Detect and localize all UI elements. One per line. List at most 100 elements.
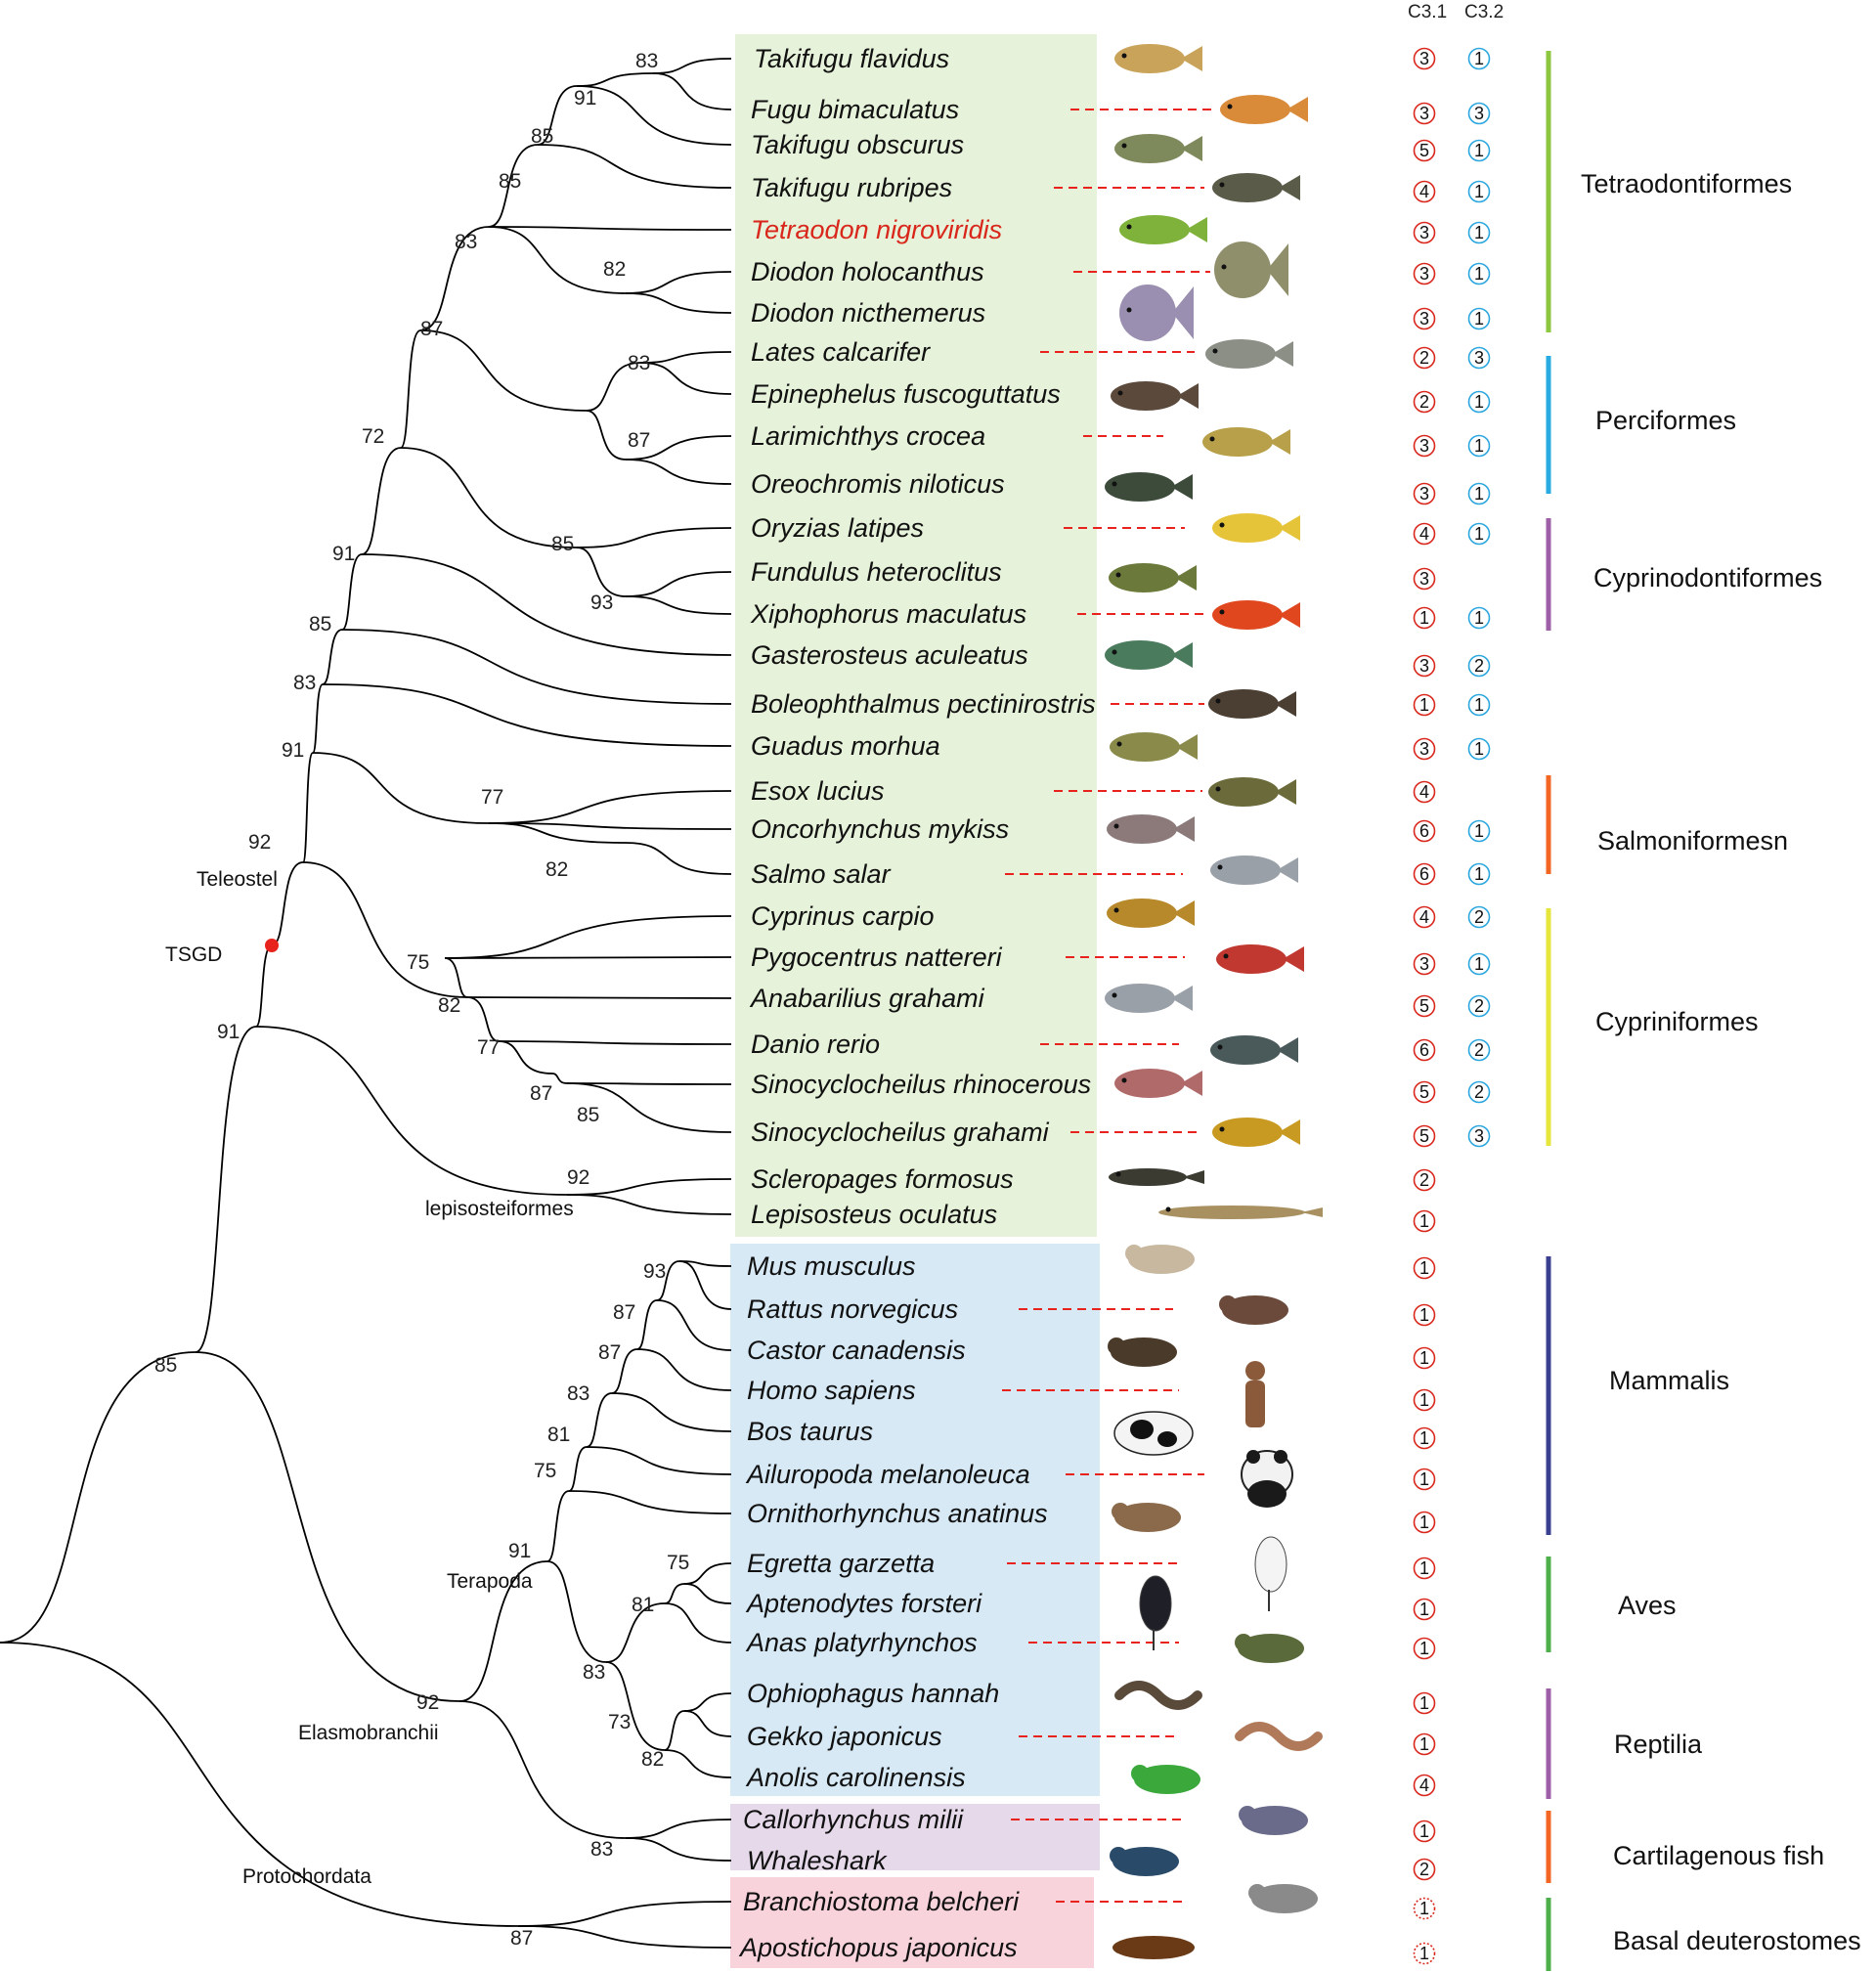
count-circle: 2 <box>1413 1858 1436 1881</box>
svg-text:4: 4 <box>1419 524 1429 544</box>
tree-branch <box>683 1562 732 1585</box>
svg-text:3: 3 <box>1419 484 1429 504</box>
tree-branch <box>683 1710 732 1737</box>
tree-branch <box>537 85 578 146</box>
species-name: Oncorhynchus mykiss <box>751 814 1009 844</box>
svg-text:1: 1 <box>1474 739 1484 759</box>
svg-text:1: 1 <box>1419 1821 1429 1841</box>
count-circle: 1 <box>1413 1942 1436 1965</box>
bootstrap-value: 87 <box>598 1341 621 1364</box>
svg-text:3: 3 <box>1419 739 1429 759</box>
count-circle: 1 <box>1413 1691 1436 1715</box>
tree-branch <box>664 1710 685 1751</box>
count-circle: 1 <box>1413 1303 1436 1327</box>
species-name: Aptenodytes forsteri <box>745 1589 982 1618</box>
clade-label: Protochordata <box>242 1865 371 1888</box>
count-circle: 1 <box>1467 139 1491 162</box>
organism-image <box>1114 134 1202 163</box>
organism-image <box>1212 600 1300 630</box>
species-name: Bos taurus <box>747 1417 873 1446</box>
count-circle: 6 <box>1413 862 1436 886</box>
count-circle: 1 <box>1467 47 1491 70</box>
species-name: Gekko japonicus <box>747 1722 942 1751</box>
svg-text:1: 1 <box>1474 182 1484 201</box>
species-name: Takifugu rubripes <box>751 173 952 202</box>
tree-branch <box>664 1602 732 1644</box>
tree-branch <box>639 362 732 395</box>
organism-image <box>1158 1206 1323 1219</box>
organism-image <box>1241 1450 1293 1508</box>
species-name: Guadus morhua <box>751 731 940 761</box>
organism-image <box>1114 1681 1202 1710</box>
count-circle: 4 <box>1413 780 1436 804</box>
svg-text:3: 3 <box>1474 348 1484 368</box>
bootstrap-value: 91 <box>332 543 355 565</box>
species-name: Esox lucius <box>751 776 885 806</box>
species-name: Salmo salar <box>751 859 892 889</box>
svg-text:1: 1 <box>1419 1513 1429 1532</box>
tree-branch <box>419 226 490 331</box>
tree-branch <box>488 144 539 228</box>
svg-text:1: 1 <box>1419 1211 1429 1231</box>
group-label: Cartilagenous fish <box>1613 1841 1824 1870</box>
svg-text:1: 1 <box>1474 864 1484 884</box>
count-circle: 6 <box>1413 819 1436 843</box>
tree-branch <box>322 683 732 747</box>
svg-text:1: 1 <box>1474 695 1484 715</box>
tree-branch <box>341 629 732 705</box>
fish-panel <box>735 34 1097 1237</box>
bootstrap-value: 87 <box>628 429 650 452</box>
tree-branch <box>195 1026 257 1353</box>
species-name: Homo sapiens <box>747 1376 916 1405</box>
tree-branch <box>576 527 732 548</box>
tree-branch <box>625 1819 732 1839</box>
tree-branch <box>400 329 421 449</box>
organism-image <box>1239 1806 1308 1835</box>
tree-branch <box>625 842 732 875</box>
svg-text:3: 3 <box>1474 104 1484 123</box>
organism-image <box>1212 513 1300 543</box>
svg-text:3: 3 <box>1419 436 1429 456</box>
clade-labels: Teleostel TSGD lepisosteiformes Terapoda… <box>165 868 574 1888</box>
bootstrap-value: 92 <box>567 1166 589 1189</box>
tree-branch <box>576 72 654 87</box>
count-circle: 1 <box>1467 390 1491 414</box>
count-circle: 1 <box>1467 434 1491 458</box>
species-name: Diodon nicthemerus <box>751 298 985 328</box>
count-circle: 1 <box>1413 1556 1436 1580</box>
count-circle: 3 <box>1413 952 1436 976</box>
bootstrap-value: 87 <box>420 318 443 340</box>
svg-text:2: 2 <box>1474 656 1484 676</box>
species-name: Diodon holocanthus <box>751 257 984 286</box>
count-circle: 1 <box>1467 482 1491 505</box>
bootstrap-value: 91 <box>574 87 596 110</box>
svg-text:1: 1 <box>1474 436 1484 456</box>
svg-text:6: 6 <box>1419 1040 1429 1060</box>
organism-image <box>1107 899 1195 928</box>
species-name: Ophiophagus hannah <box>747 1679 999 1708</box>
tree-branch <box>255 1026 568 1196</box>
count-circle: 1 <box>1413 1511 1436 1534</box>
species-name: Boleophthalmus pectinirostris <box>751 689 1096 719</box>
bootstrap-value: 72 <box>362 425 384 448</box>
count-circle: 5 <box>1413 139 1436 162</box>
count-circle: 3 <box>1413 221 1436 244</box>
count-circle: 1 <box>1467 606 1491 630</box>
organism-image <box>1105 984 1193 1013</box>
bootstrap-value: 83 <box>628 352 650 374</box>
count-circle: 1 <box>1467 952 1491 976</box>
svg-text:4: 4 <box>1419 907 1429 927</box>
count-circle: 1 <box>1413 1897 1436 1920</box>
tree-branch <box>302 752 314 863</box>
species-name: Lepisosteus oculatus <box>751 1200 997 1229</box>
tree-branch <box>419 329 588 412</box>
tree-branch <box>400 447 578 548</box>
count-circle: 2 <box>1467 994 1491 1018</box>
tree-branch <box>639 351 732 364</box>
clade-label: Teleostel <box>196 868 278 891</box>
organism-image <box>1245 1361 1265 1427</box>
organism-image <box>1208 689 1296 719</box>
organism-image <box>1131 1765 1200 1794</box>
svg-text:5: 5 <box>1419 996 1429 1016</box>
organism-image <box>1202 427 1290 457</box>
